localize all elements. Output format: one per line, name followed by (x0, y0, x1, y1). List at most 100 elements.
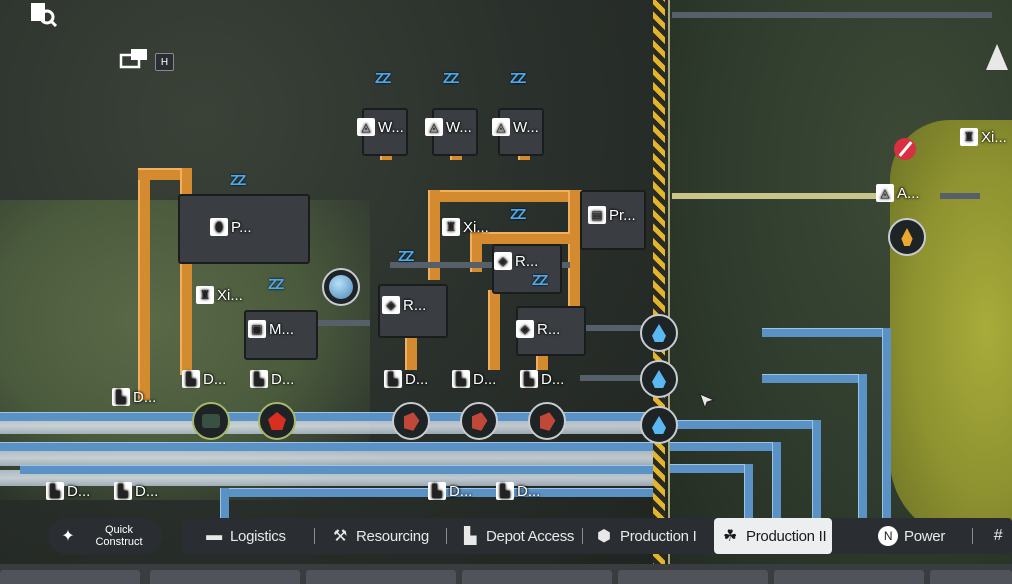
depot-icon: ▙ (452, 370, 470, 388)
sleep-status-icon: ZZ (375, 70, 391, 87)
building-label-p[interactable]: ⬮P... (210, 218, 252, 236)
depot-label[interactable]: ▙D... (250, 370, 294, 388)
separator (314, 528, 315, 544)
depot-icon: ▙ (463, 528, 476, 545)
depot-icon: ▙ (250, 370, 268, 388)
water-node[interactable] (640, 360, 678, 398)
resource-node[interactable] (322, 268, 360, 306)
depot-label[interactable]: ▙D... (428, 482, 472, 500)
depot-icon: ▙ (520, 370, 538, 388)
tower-icon: ♜ (442, 218, 460, 236)
hotbar-slot[interactable] (306, 570, 456, 584)
tab-production-ii[interactable]: ☘ Production II (714, 518, 833, 554)
building-label-r[interactable]: ◈R... (382, 296, 426, 314)
gray-pipe (580, 375, 650, 381)
depot-label[interactable]: ▙D... (384, 370, 428, 388)
quick-construct-button[interactable]: ✦ Quick Construct (48, 518, 162, 554)
depot-icon: ▙ (428, 482, 446, 500)
depot-label[interactable]: ▙D... (520, 370, 564, 388)
chat-icon (119, 49, 147, 69)
p-machine-body[interactable] (178, 194, 310, 264)
building-label-r[interactable]: ◈R... (516, 320, 560, 338)
depot-icon: ▙ (114, 482, 132, 500)
map-search-icon (31, 3, 58, 27)
depot-label[interactable]: ▙D... (182, 370, 226, 388)
tower-icon: ♜ (196, 286, 214, 304)
chat-hotkey: H (155, 53, 174, 71)
pin-icon: ✦ (61, 528, 75, 545)
refinery-icon: ◬ (876, 184, 894, 202)
refinery-icon: ◬ (425, 118, 443, 136)
grid-icon: # (993, 527, 1003, 544)
category-bar: ▬ Logistics ⚒ Resourcing ▙ Depot Access … (182, 518, 1012, 554)
hexagon-icon: ⬢ (597, 528, 611, 545)
building-label-xi[interactable]: ♜Xi... (442, 218, 489, 236)
building-label-r[interactable]: ◈R... (494, 252, 538, 270)
hotbar-slot[interactable] (150, 570, 300, 584)
tab-resourcing[interactable]: ⚒ Resourcing (330, 518, 429, 554)
building-label-w[interactable]: ◬W... (357, 118, 404, 136)
conveyor-strip (0, 450, 660, 466)
water-node[interactable] (640, 314, 678, 352)
hotbar-slot[interactable] (618, 570, 768, 584)
orange-belt (405, 330, 417, 370)
water-pipe (670, 442, 780, 451)
crystal-icon (537, 410, 557, 432)
orange-belt (180, 168, 192, 196)
ruby-icon (268, 412, 286, 430)
gray-conveyor (940, 193, 980, 199)
separator (446, 528, 447, 544)
building-label-a[interactable]: ◬A... (876, 184, 920, 202)
orange-belt (428, 190, 440, 280)
building-label-w[interactable]: ◬W... (492, 118, 539, 136)
output-node[interactable] (258, 402, 296, 440)
planet-icon (329, 275, 353, 299)
water-drop-icon (652, 370, 666, 388)
water-pipe (0, 442, 660, 451)
hotbar-slot[interactable] (462, 570, 612, 584)
depot-label[interactable]: ▙D... (112, 388, 156, 406)
output-node[interactable] (528, 402, 566, 440)
output-node[interactable] (392, 402, 430, 440)
building-label-xi[interactable]: ♜Xi... (960, 128, 1007, 146)
terrain-yellow-field (890, 120, 1012, 540)
sleep-status-icon: ZZ (443, 70, 459, 87)
tab-logistics[interactable]: ▬ Logistics (204, 518, 286, 554)
sleep-status-icon: ZZ (510, 70, 526, 87)
water-pipe (762, 374, 866, 383)
tab-depot-access[interactable]: ▙ Depot Access (460, 518, 574, 554)
building-label-m[interactable]: ▣M... (248, 320, 294, 338)
building-label-pr[interactable]: ▤Pr... (588, 206, 636, 224)
yellow-conveyor (672, 193, 892, 199)
drill-icon: ◈ (494, 252, 512, 270)
depot-icon: ▙ (496, 482, 514, 500)
orange-belt (138, 170, 150, 400)
water-pipe (670, 464, 750, 473)
water-node[interactable] (640, 406, 678, 444)
tab-more[interactable]: # (988, 518, 1008, 554)
sleep-status-icon: ZZ (532, 272, 548, 289)
fuel-node[interactable] (888, 218, 926, 256)
hotbar-slot[interactable] (930, 570, 1012, 584)
depot-label[interactable]: ▙D... (46, 482, 90, 500)
drill-icon: ◈ (382, 296, 400, 314)
conveyor-strip (0, 470, 660, 486)
output-node[interactable] (192, 402, 230, 440)
map-search-button[interactable] (24, 0, 62, 28)
depot-label[interactable]: ▙D... (496, 482, 540, 500)
tab-power[interactable]: N Power (878, 518, 945, 554)
logistics-icon: ▬ (206, 527, 222, 544)
orange-belt (428, 190, 598, 202)
tab-production-i[interactable]: ⬢ Production I (594, 518, 697, 554)
hotbar-slot[interactable] (774, 570, 924, 584)
depot-label[interactable]: ▙D... (452, 370, 496, 388)
building-label-w[interactable]: ◬W... (425, 118, 472, 136)
depot-label[interactable]: ▙D... (114, 482, 158, 500)
building-label-xi[interactable]: ♜Xi... (196, 286, 243, 304)
gray-conveyor (672, 12, 992, 18)
hotbar-slot[interactable] (0, 570, 140, 584)
chat-button[interactable] (118, 46, 152, 74)
output-node[interactable] (460, 402, 498, 440)
depot-icon: ▙ (46, 482, 64, 500)
